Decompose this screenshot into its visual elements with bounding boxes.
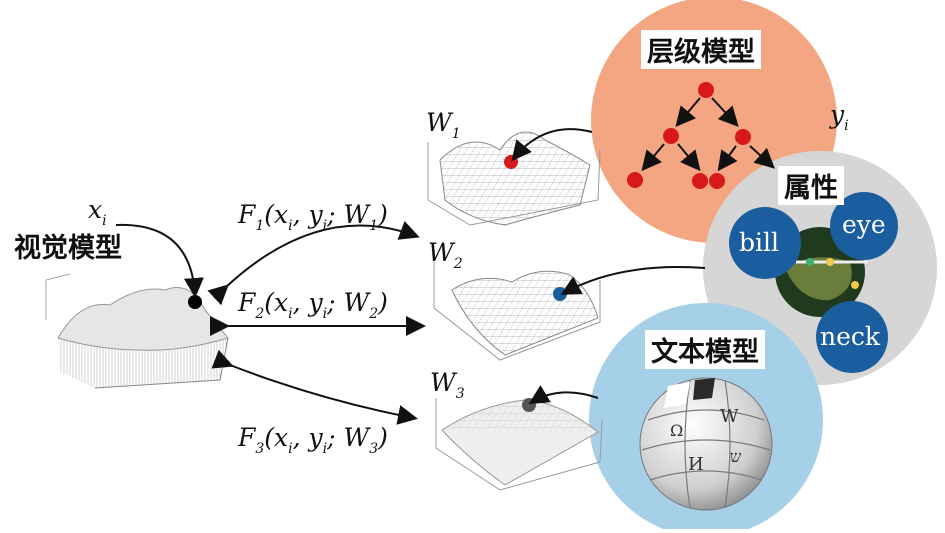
- input-point-marker: [188, 295, 202, 309]
- arrow-attribute-to-w2: [560, 266, 706, 295]
- arrow-xi-to-surface: [115, 223, 204, 298]
- arrow-f3: [211, 349, 418, 425]
- w2-label: W2: [428, 238, 463, 272]
- hierarchy-tree: [627, 82, 775, 189]
- w2-point-marker: [553, 287, 567, 301]
- svg-text:W: W: [720, 406, 739, 427]
- attribute-node-eye: [830, 192, 898, 260]
- attribute-label-neck: neck: [820, 322, 881, 351]
- svg-text:ש: ש: [730, 447, 742, 466]
- w3-surface-plot: [435, 398, 603, 491]
- tree-node: [709, 173, 725, 189]
- visual-model-title: 视觉模型: [14, 233, 122, 264]
- tree-node: [627, 172, 643, 188]
- function-f3-label: F3(xi, yi; W3): [238, 423, 388, 457]
- attribute-label-eye: eye: [842, 210, 886, 239]
- wikipedia-globe-icon: Ω W И ש: [639, 377, 773, 511]
- attribute-node-bill: [729, 207, 801, 279]
- tree-node: [663, 128, 679, 144]
- attribute-model-title: 属性: [778, 166, 844, 205]
- tree-node: [692, 173, 708, 189]
- visual-surface-plot: [45, 273, 229, 389]
- arrow-f1: [207, 221, 420, 306]
- tree-node: [698, 82, 714, 98]
- text-model-title: 文本模型: [645, 330, 765, 369]
- function-f1-label: F1(xi, yi; W1): [238, 200, 388, 234]
- svg-text:Ω: Ω: [670, 421, 683, 440]
- w2-surface-plot: [433, 262, 601, 361]
- w1-label: W1: [426, 108, 461, 142]
- w1-surface-plot: [427, 131, 601, 226]
- input-label: xi: [88, 195, 107, 229]
- arrow-hierarchy-to-w1: [511, 128, 593, 162]
- svg-text:И: И: [688, 454, 704, 475]
- attribute-label-bill: bill: [739, 228, 779, 257]
- hierarchy-model-title: 层级模型: [641, 30, 761, 69]
- output-label: yi: [830, 100, 849, 134]
- function-f2-label: F2(xi, yi; W2): [238, 288, 388, 322]
- w3-label: W3: [430, 368, 465, 402]
- arrow-text-to-w3: [528, 385, 599, 405]
- attribute-node-neck: [816, 301, 888, 373]
- tree-node: [735, 129, 751, 145]
